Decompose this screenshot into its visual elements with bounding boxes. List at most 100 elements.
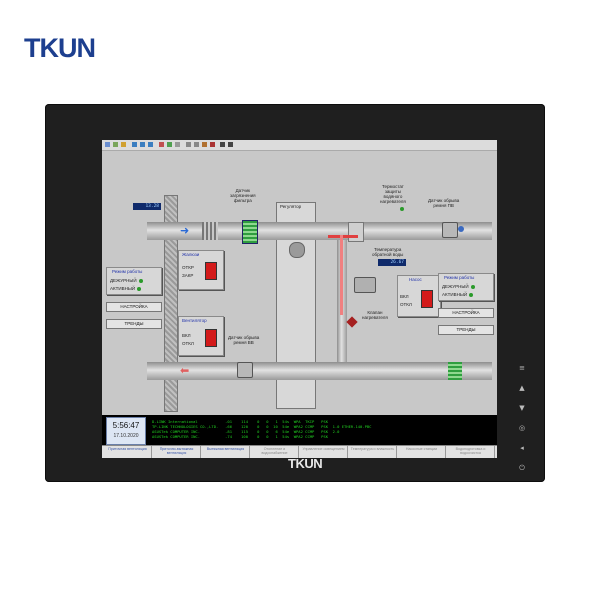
status-led-icon xyxy=(138,278,143,283)
clock-date: 17.10.2020 xyxy=(113,433,139,439)
left-mode-item2-text: АКТИВНЫЙ xyxy=(110,286,136,291)
zoom-in-icon[interactable] xyxy=(132,142,137,147)
right-mode-panel xyxy=(438,273,494,301)
regulator-label: Регулятор xyxy=(280,204,302,209)
left-trends-button[interactable]: ТРЕНДЫ xyxy=(106,319,162,329)
status-led-icon xyxy=(469,292,474,297)
heater-red-vertical xyxy=(340,235,343,315)
damper-title: Жалюзи xyxy=(182,252,200,257)
right-mode-item2: АКТИВНЫЙ xyxy=(442,292,474,297)
down-arrow-icon[interactable]: ▼ xyxy=(519,404,525,412)
tab-water-treatment[interactable]: Водоподготовка и водоочистка xyxy=(447,446,495,458)
pump-off-label: ОТКЛ xyxy=(400,302,412,307)
menu-icon[interactable]: ≡ xyxy=(519,364,525,372)
exhaust-green-section xyxy=(448,362,462,380)
clock-time: 5:56:47 xyxy=(112,421,140,430)
power-icon[interactable]: ⏻ xyxy=(519,464,525,472)
tab-pump-stations[interactable]: Насосные станции xyxy=(398,446,446,458)
zoom-out-icon[interactable] xyxy=(140,142,145,147)
pump-on-label: ВКЛ xyxy=(400,294,409,299)
stop-icon[interactable] xyxy=(159,142,164,147)
tab-heating[interactable]: Отопление и водоснабжение xyxy=(251,446,299,458)
settings-icon[interactable] xyxy=(220,142,225,147)
print-icon[interactable] xyxy=(121,142,126,147)
log-line: TP-LINK TECHNOLOGIES CO.,LTD. -66 120 0 … xyxy=(152,424,372,429)
log-console xyxy=(102,415,497,445)
heater-red-line xyxy=(328,235,358,238)
zoom-fit-icon[interactable] xyxy=(148,142,153,147)
left-mode-item1-text: ДЕЖУРНЫЙ xyxy=(110,278,137,283)
toolbar xyxy=(102,140,497,151)
left-settings-button[interactable]: НАСТРОЙКА xyxy=(106,302,162,312)
right-settings-button[interactable]: НАСТРОЙКА xyxy=(438,308,494,318)
scada-screen: 13.28 Регулятор ➜ ⬅ Датчик загрязнения ф… xyxy=(102,140,497,458)
top-left-display: 13.28 xyxy=(133,203,161,210)
log-line: ASUSTek COMPUTER INC. -81 115 0 0 6 54e … xyxy=(152,429,340,434)
paste-icon[interactable] xyxy=(194,142,199,147)
log-line: ASUSTek COMPUTER INC. -74 100 0 0 1 54s … xyxy=(152,434,329,439)
help-icon[interactable] xyxy=(228,142,233,147)
fan-off-label: ОТКЛ xyxy=(182,341,194,346)
left-mode-title: Режим работы xyxy=(112,269,143,274)
save-icon[interactable] xyxy=(113,142,118,147)
fan-motor-vv xyxy=(237,362,253,378)
clock-widget: 5:56:47 17.10.2020 xyxy=(106,417,146,445)
valve-label: Клапан нагревателя xyxy=(362,310,388,320)
right-mode-item2-text: АКТИВНЫЙ xyxy=(442,292,468,297)
heater-valve xyxy=(346,316,358,328)
fan-motor-pv-status xyxy=(458,226,464,232)
break-sensor-vv-label: Датчик обрыва ремня ВВ xyxy=(228,335,260,345)
damper-switch[interactable] xyxy=(205,262,217,280)
tab-exhaust-ventilation[interactable]: Вытяжная вентиляция xyxy=(202,446,250,458)
bezel-logo: TKUN xyxy=(288,456,323,471)
right-trends-button[interactable]: ТРЕНДЫ xyxy=(438,325,494,335)
right-mode-title: Режим работы xyxy=(444,275,475,280)
water-temp-label: Температура обратной воды xyxy=(372,247,404,257)
exhaust-duct-bottom xyxy=(147,362,492,380)
tab-temperature[interactable]: Температура и влажность xyxy=(349,446,397,458)
tab-supply-ventilation[interactable]: Приточная вентиляция xyxy=(104,446,152,458)
filter-green-section xyxy=(242,220,258,244)
break-sensor-pv-label: Датчик обрыва ремня ПВ xyxy=(428,198,460,208)
log-line: D-LINK International -01 114 0 0 1 54s W… xyxy=(152,419,329,424)
status-led-icon xyxy=(137,286,142,291)
left-mode-panel xyxy=(106,267,162,295)
water-temp-display: 26.67 xyxy=(378,259,406,266)
damper-close-label: ЗАКР xyxy=(182,273,194,278)
damper-open-label: ОТКР xyxy=(182,265,194,270)
right-mode-item1-text: ДЕЖУРНЫЙ xyxy=(442,284,469,289)
air-flow-out-arrow-icon: ⬅ xyxy=(180,364,190,377)
thermostat-label: Термостат защиты водяного нагревателя xyxy=(380,184,406,204)
pump-title: Насос xyxy=(409,277,422,282)
fan-motor-pv xyxy=(442,222,458,238)
auto-icon[interactable]: ◎ xyxy=(518,424,526,432)
supply-duct-top xyxy=(147,222,492,240)
left-mode-item2: АКТИВНЫЙ xyxy=(110,286,142,291)
fan-title: Вентилятор xyxy=(182,318,207,323)
wall xyxy=(164,195,178,412)
grid-icon[interactable] xyxy=(175,142,180,147)
fan-on-label: ВКЛ xyxy=(182,333,191,338)
filter xyxy=(202,222,218,240)
edit-icon[interactable] xyxy=(202,142,207,147)
brand-logo: TKUN xyxy=(24,33,96,63)
pump-switch[interactable] xyxy=(421,290,433,308)
pump-motor xyxy=(354,277,376,293)
open-icon[interactable] xyxy=(105,142,110,147)
source-icon[interactable]: ◂ xyxy=(520,444,524,452)
delete-icon[interactable] xyxy=(210,142,215,147)
filter-sensor-label: Датчик загрязнения фильтра xyxy=(230,188,256,203)
water-heater xyxy=(348,222,364,242)
left-mode-item1: ДЕЖУРНЫЙ xyxy=(110,278,143,283)
thermostat-indicator xyxy=(400,207,404,211)
regulator-knob xyxy=(289,242,305,258)
tab-lighting[interactable]: Управление освещением xyxy=(300,446,348,458)
copy-icon[interactable] xyxy=(186,142,191,147)
up-arrow-icon[interactable]: ▲ xyxy=(519,384,525,392)
fan-switch[interactable] xyxy=(205,329,217,347)
tab-supply-exhaust-ventilation[interactable]: Приточно-вытяжная вентиляция xyxy=(153,446,201,458)
status-led-icon xyxy=(470,284,475,289)
play-icon[interactable] xyxy=(167,142,172,147)
air-flow-in-arrow-icon: ➜ xyxy=(180,224,190,237)
right-mode-item1: ДЕЖУРНЫЙ xyxy=(442,284,475,289)
